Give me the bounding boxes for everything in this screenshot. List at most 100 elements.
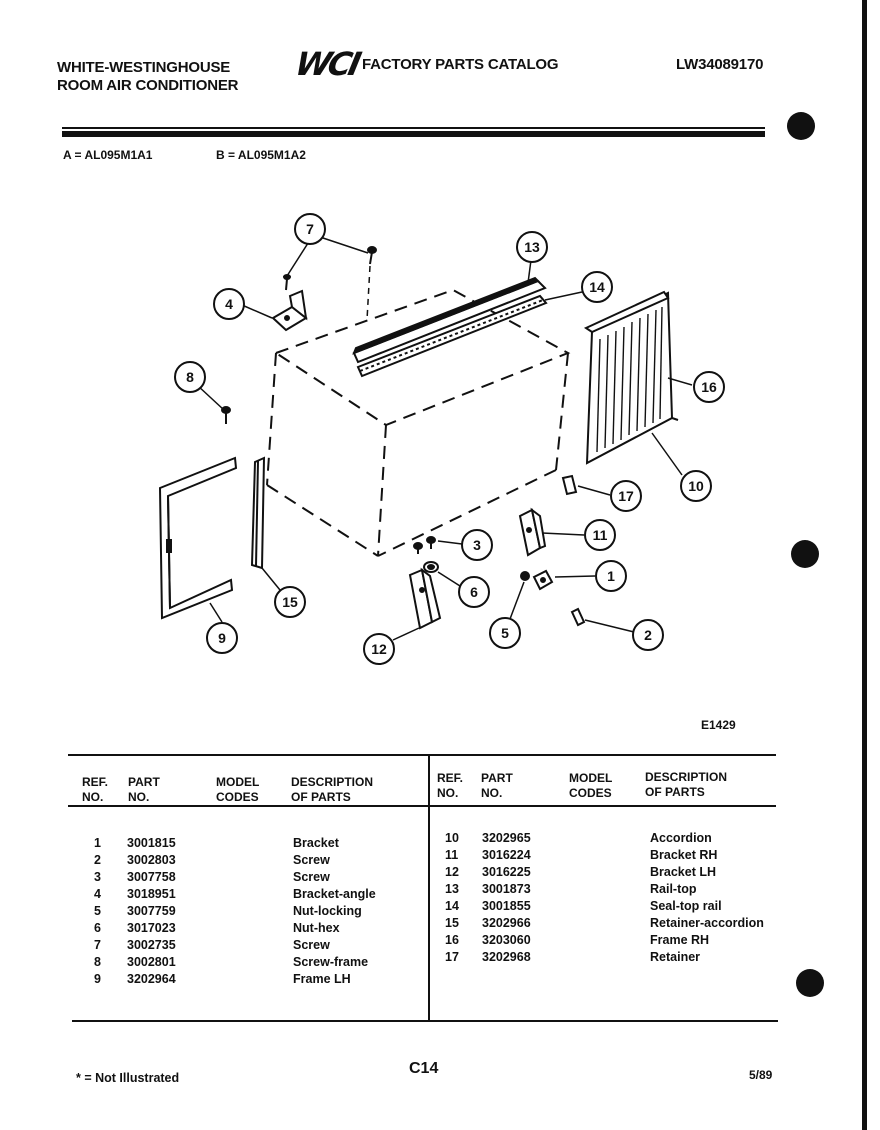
part-no-cell: 3202966 [482, 916, 531, 930]
description-cell: Retainer [650, 950, 701, 964]
part-no-cell: 3202965 [482, 831, 531, 845]
callout-13: 13 [516, 231, 548, 263]
callout-15: 15 [274, 586, 306, 618]
part-no-cell: 3001873 [482, 882, 531, 896]
ref-cell: 17 [445, 950, 459, 964]
description-cell: Screw [293, 938, 330, 952]
header-rule-thick [62, 131, 765, 137]
svg-text:12: 12 [371, 641, 387, 657]
ref-cell: 9 [94, 972, 101, 986]
svg-text:7: 7 [306, 221, 314, 237]
model-a: A = AL095M1A1 [63, 148, 153, 162]
description-cell: Screw [293, 870, 330, 884]
description-cell: Rail-top [650, 882, 697, 896]
callout-17: 17 [610, 480, 642, 512]
frame-rh-16 [583, 290, 679, 465]
callout-4: 4 [213, 288, 245, 320]
page-number: C14 [409, 1060, 439, 1077]
rail-top-13 [352, 276, 547, 364]
callout-14: 14 [581, 271, 613, 303]
part-no-cell: 3007759 [127, 904, 176, 918]
model-b: B = AL095M1A2 [216, 148, 306, 162]
header-ref-right: REF.NO. [437, 771, 464, 800]
callout-9: 9 [206, 622, 238, 654]
callout-6: 6 [458, 576, 490, 608]
diagram-code: E1429 [701, 718, 736, 732]
brand-line-2: ROOM AIR CONDITIONER [57, 77, 239, 94]
callout-2: 2 [632, 619, 664, 651]
ref-cell: 16 [445, 933, 459, 947]
part-no-cell: 3202968 [482, 950, 531, 964]
page-right-border [862, 0, 867, 1130]
callout-10: 10 [680, 470, 712, 502]
callout-5: 5 [489, 617, 521, 649]
accordion-10 [596, 306, 663, 453]
bracket-angle-4 [271, 289, 308, 332]
cabinet-outline [266, 288, 571, 557]
screw-2 [570, 607, 586, 627]
frame-lh-9 [158, 456, 238, 620]
part-no-cell: 3016225 [482, 865, 531, 879]
table-rule-top [68, 754, 776, 756]
svg-text:4: 4 [225, 296, 233, 312]
callout-7: 7 [294, 213, 326, 245]
part-no-cell: 3002801 [127, 955, 176, 969]
description-cell: Screw-frame [293, 955, 369, 969]
bracket-rh-11 [518, 507, 547, 557]
ref-cell: 12 [445, 865, 459, 879]
ref-cell: 2 [94, 853, 101, 867]
description-cell: Bracket-angle [293, 887, 376, 901]
header-ref-left: REF.NO. [82, 775, 109, 804]
description-cell: Bracket RH [650, 848, 718, 862]
not-illustrated-note: * = Not Illustrated [76, 1071, 180, 1085]
svg-text:6: 6 [470, 584, 478, 600]
screw-3 [413, 536, 436, 554]
ref-cell: 11 [445, 848, 459, 862]
ref-cell: 7 [94, 938, 101, 952]
part-no-cell: 3002803 [127, 853, 176, 867]
ref-cell: 4 [94, 887, 101, 901]
svg-text:8: 8 [186, 369, 194, 385]
catalog-title: FACTORY PARTS CATALOG [362, 56, 559, 73]
svg-text:10: 10 [688, 478, 704, 494]
svg-text:2: 2 [644, 627, 652, 643]
svg-text:3: 3 [473, 537, 481, 553]
part-no-cell: 3017023 [127, 921, 176, 935]
ref-cell: 8 [94, 955, 101, 969]
description-cell: Retainer-accordion [650, 916, 764, 930]
svg-text:15: 15 [282, 594, 298, 610]
header-rule-thin [62, 127, 765, 129]
description-cell: Screw [293, 853, 330, 867]
svg-text:16: 16 [701, 379, 717, 395]
svg-text:9: 9 [218, 630, 226, 646]
ref-cell: 6 [94, 921, 101, 935]
ref-cell: 3 [94, 870, 101, 884]
svg-text:1: 1 [607, 568, 615, 584]
description-cell: Nut-locking [293, 904, 362, 918]
callout-11: 11 [584, 519, 616, 551]
svg-text:13: 13 [524, 239, 540, 255]
seal-top-rail-14 [356, 294, 548, 378]
callout-12: 12 [363, 633, 395, 665]
ref-cell: 10 [445, 831, 459, 845]
description-cell: Frame RH [650, 933, 710, 947]
catalog-number: LW34089170 [676, 56, 764, 73]
description-cell: Bracket [293, 836, 339, 850]
binder-hole-middle [791, 540, 819, 568]
part-no-cell: 3007758 [127, 870, 176, 884]
part-no-cell: 3002735 [127, 938, 176, 952]
leader-lines [196, 236, 693, 641]
part-no-cell: 3016224 [482, 848, 531, 862]
revision-date: 5/89 [749, 1068, 773, 1082]
ref-cell: 5 [94, 904, 101, 918]
table-rule-bottom [72, 1020, 778, 1022]
svg-text:14: 14 [589, 279, 605, 295]
binder-hole-top [787, 112, 815, 140]
description-cell: Bracket LH [650, 865, 716, 879]
part-no-cell: 3018951 [127, 887, 176, 901]
